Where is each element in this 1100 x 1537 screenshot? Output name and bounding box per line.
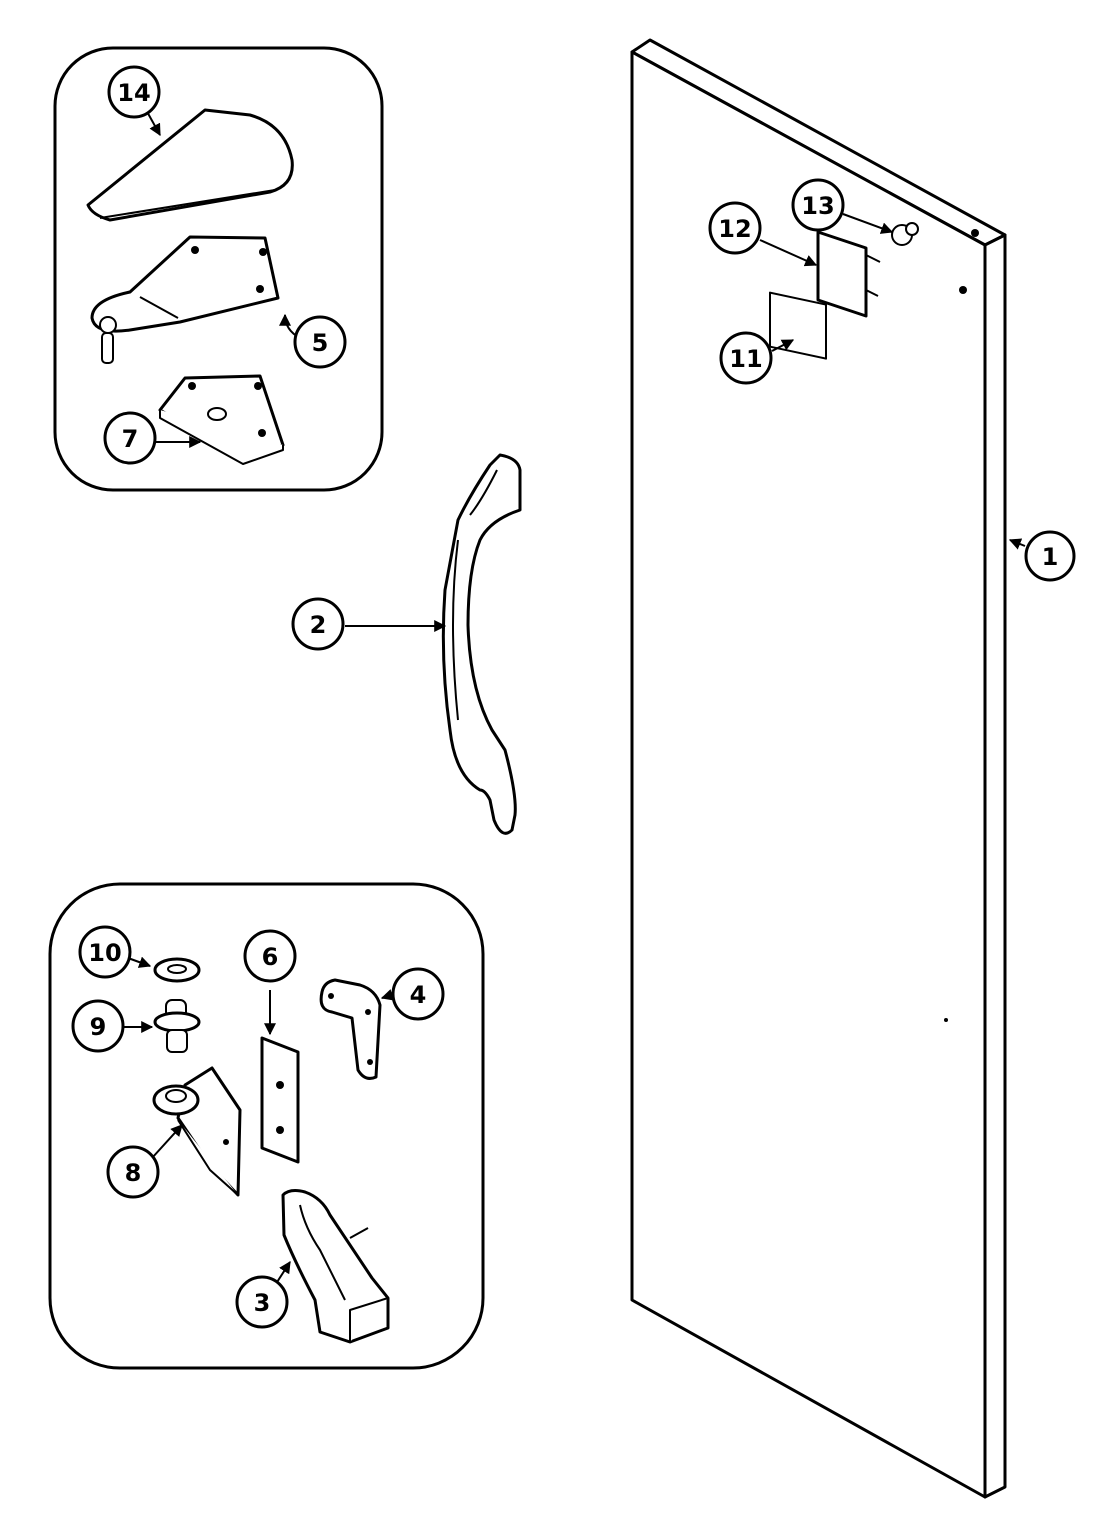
part-9-hinge-pin <box>153 999 201 1053</box>
svg-text:6: 6 <box>262 943 279 971</box>
callout-7: 7 <box>103 411 157 465</box>
callout-2: 2 <box>291 597 345 651</box>
svg-text:1: 1 <box>1042 543 1059 571</box>
svg-text:5: 5 <box>312 329 329 357</box>
bottom-hinge-group-frame <box>48 882 485 1370</box>
svg-text:7: 7 <box>122 425 139 453</box>
callout-5: 5 <box>293 315 347 369</box>
part-7-hinge-shim <box>158 374 285 465</box>
svg-text:8: 8 <box>125 1159 142 1187</box>
svg-text:3: 3 <box>254 1289 271 1317</box>
part-1-door-panel <box>630 38 1007 1499</box>
svg-text:11: 11 <box>729 345 762 373</box>
callout-10: 10 <box>78 925 132 979</box>
part-5-top-hinge <box>90 235 280 364</box>
callout-3: 3 <box>235 1275 289 1329</box>
callout-4: 4 <box>391 967 445 1021</box>
svg-text:9: 9 <box>90 1013 107 1041</box>
part-6-shim-plate <box>260 1036 300 1164</box>
callout-8: 8 <box>106 1145 160 1199</box>
svg-text:13: 13 <box>801 192 834 220</box>
svg-text:12: 12 <box>718 215 751 243</box>
callout-1: 1 <box>1024 530 1076 582</box>
svg-text:2: 2 <box>310 611 327 639</box>
svg-text:14: 14 <box>117 79 150 107</box>
part-12-bracket <box>816 230 881 318</box>
part-10-washer <box>153 957 201 983</box>
callout-13: 13 <box>791 178 845 232</box>
part-13-screw <box>891 222 919 246</box>
callout-9: 9 <box>71 999 125 1053</box>
callout-11: 11 <box>719 331 773 385</box>
part-2-door-handle <box>441 453 522 835</box>
part-8-bottom-hinge <box>152 1066 242 1197</box>
svg-text:4: 4 <box>410 981 427 1009</box>
part-14-hinge-cover <box>86 108 294 222</box>
part-4-bracket <box>319 978 382 1080</box>
callout-12: 12 <box>708 201 762 255</box>
part-3-lower-hinge-cover <box>281 1189 390 1344</box>
callout-14: 14 <box>107 65 161 119</box>
top-hinge-group-frame <box>53 46 384 492</box>
callout-6: 6 <box>243 929 297 983</box>
svg-text:10: 10 <box>88 939 121 967</box>
